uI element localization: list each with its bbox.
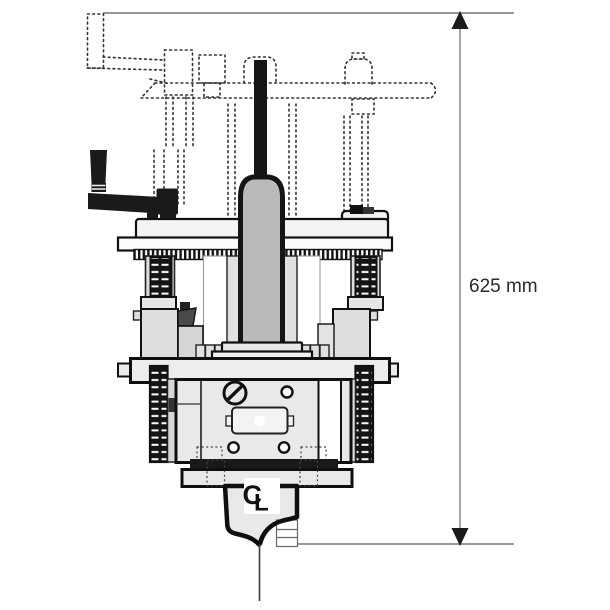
phantom-handle-grip bbox=[86, 13, 105, 69]
phantom-left-cap bbox=[198, 54, 226, 84]
screw-slot bbox=[226, 384, 244, 402]
phantom-center-cap bbox=[243, 56, 277, 84]
latch-detail bbox=[350, 205, 363, 214]
phantom-right-cap bbox=[344, 58, 373, 85]
left-spring bbox=[149, 256, 173, 299]
dimension-annotation: 625 mm bbox=[103, 11, 538, 546]
depth-springs bbox=[140, 255, 384, 311]
arrowhead-down-icon bbox=[451, 528, 469, 546]
machine-body: C L bbox=[88, 60, 399, 601]
handle-hub bbox=[156, 188, 178, 215]
handle-arm bbox=[88, 193, 160, 214]
left-housing-block bbox=[140, 308, 179, 360]
centerline-symbol: C L bbox=[243, 480, 269, 517]
right-spring bbox=[354, 256, 378, 299]
spindle-column bbox=[202, 60, 321, 349]
right-rack bbox=[354, 364, 375, 464]
phantom-guide-rods bbox=[153, 96, 369, 218]
phantom-handle-block bbox=[163, 49, 194, 96]
quill-column bbox=[238, 174, 285, 349]
arrowhead-up-icon bbox=[451, 11, 469, 29]
bolt-hole-right bbox=[277, 441, 291, 454]
svg-text:C: C bbox=[243, 480, 263, 510]
phantom-raised-position-outline bbox=[86, 13, 437, 218]
bottom-assembly: C L bbox=[180, 459, 354, 601]
crank-handle bbox=[88, 150, 178, 220]
svg-text:L: L bbox=[254, 490, 269, 517]
pin-hole bbox=[280, 385, 294, 399]
base-body bbox=[148, 364, 375, 464]
clamp-wedge bbox=[177, 307, 197, 327]
dimension-label: 625 mm bbox=[469, 276, 538, 297]
right-housing-block bbox=[332, 308, 371, 360]
bolt-hole-left bbox=[227, 441, 240, 454]
left-rack bbox=[148, 364, 169, 464]
handle-grip bbox=[90, 150, 107, 183]
spindle-rod bbox=[254, 60, 267, 182]
